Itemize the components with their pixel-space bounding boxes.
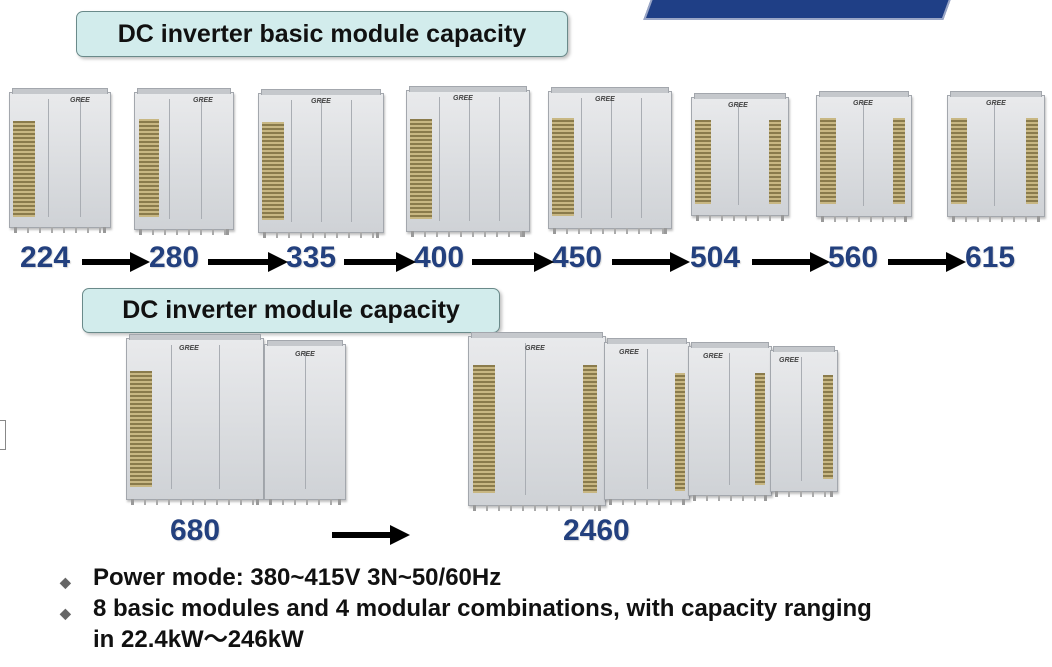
arrow-right-icon — [752, 252, 830, 272]
unit-grille — [695, 120, 711, 204]
capacity-label: 280 — [149, 241, 200, 274]
unit-grille — [473, 365, 495, 493]
arrow-right-icon — [344, 252, 416, 272]
capacity-label: 504 — [690, 241, 741, 274]
unit-2460-module: GREE — [688, 342, 772, 501]
unit-504: GREE — [691, 93, 789, 221]
header-banner — [643, 0, 953, 20]
bullet-item: ◆ Power mode: 380~415V 3N~50/60Hz — [60, 562, 1020, 593]
capacity-label: 680 — [170, 514, 221, 547]
unit-450: GREE — [548, 87, 672, 234]
unit-2460-module: GREE — [770, 346, 838, 497]
gree-logo: GREE — [728, 102, 748, 109]
unit-grille — [552, 118, 574, 216]
gree-logo: GREE — [179, 345, 199, 352]
diamond-bullet-icon: ◆ — [60, 605, 71, 621]
gree-logo: GREE — [525, 345, 545, 352]
gree-logo: GREE — [986, 100, 1006, 107]
diamond-bullet-icon: ◆ — [60, 574, 71, 590]
gree-logo: GREE — [70, 97, 90, 104]
capacity-label: 335 — [286, 241, 337, 274]
bullet-text: 8 basic modules and 4 modular combinatio… — [93, 595, 872, 653]
arrow-right-icon — [888, 252, 966, 272]
unit-400: GREE — [406, 86, 530, 237]
unit-224: GREE — [9, 88, 111, 233]
unit-680-secondary: GREE — [264, 340, 346, 505]
unit-2460-module: GREE — [604, 338, 690, 505]
unit-grille — [262, 122, 284, 220]
arrow-right-icon — [612, 252, 690, 272]
gree-logo: GREE — [779, 357, 799, 364]
module-title: DC inverter module capacity — [82, 288, 500, 333]
arrow-right-icon — [208, 252, 288, 272]
unit-2460: GREE — [468, 332, 606, 511]
capacity-label: 400 — [414, 241, 465, 274]
spec-bullets: ◆ Power mode: 380~415V 3N~50/60Hz ◆ 8 ba… — [60, 562, 1020, 655]
unit-grille — [820, 118, 836, 204]
gree-logo: GREE — [619, 349, 639, 356]
unit-615: GREE — [947, 91, 1045, 222]
capacity-label: 615 — [965, 241, 1016, 274]
gree-logo: GREE — [311, 98, 331, 105]
unit-335: GREE — [258, 89, 384, 238]
bullet-item: ◆ 8 basic modules and 4 modular combinat… — [60, 593, 1020, 655]
arrow-right-icon — [332, 525, 410, 545]
unit-680: GREE — [126, 334, 264, 505]
unit-grille — [951, 118, 967, 204]
gree-logo: GREE — [193, 97, 213, 104]
basic-module-title: DC inverter basic module capacity — [76, 11, 568, 57]
edge-marker — [0, 420, 6, 450]
capacity-label: 2460 — [563, 514, 630, 547]
gree-logo: GREE — [703, 353, 723, 360]
gree-logo: GREE — [595, 96, 615, 103]
gree-logo: GREE — [295, 351, 315, 358]
unit-560: GREE — [816, 91, 912, 222]
unit-280: GREE — [134, 88, 234, 235]
capacity-label: 450 — [552, 241, 603, 274]
unit-grille — [410, 119, 432, 219]
capacity-label: 224 — [20, 241, 71, 274]
gree-logo: GREE — [853, 100, 873, 107]
bullet-text: Power mode: 380~415V 3N~50/60Hz — [93, 564, 502, 591]
arrow-right-icon — [82, 252, 150, 272]
arrow-right-icon — [472, 252, 554, 272]
capacity-label: 560 — [828, 241, 879, 274]
unit-grille — [130, 371, 152, 487]
unit-grille — [139, 119, 159, 217]
gree-logo: GREE — [453, 95, 473, 102]
unit-grille — [13, 121, 35, 217]
